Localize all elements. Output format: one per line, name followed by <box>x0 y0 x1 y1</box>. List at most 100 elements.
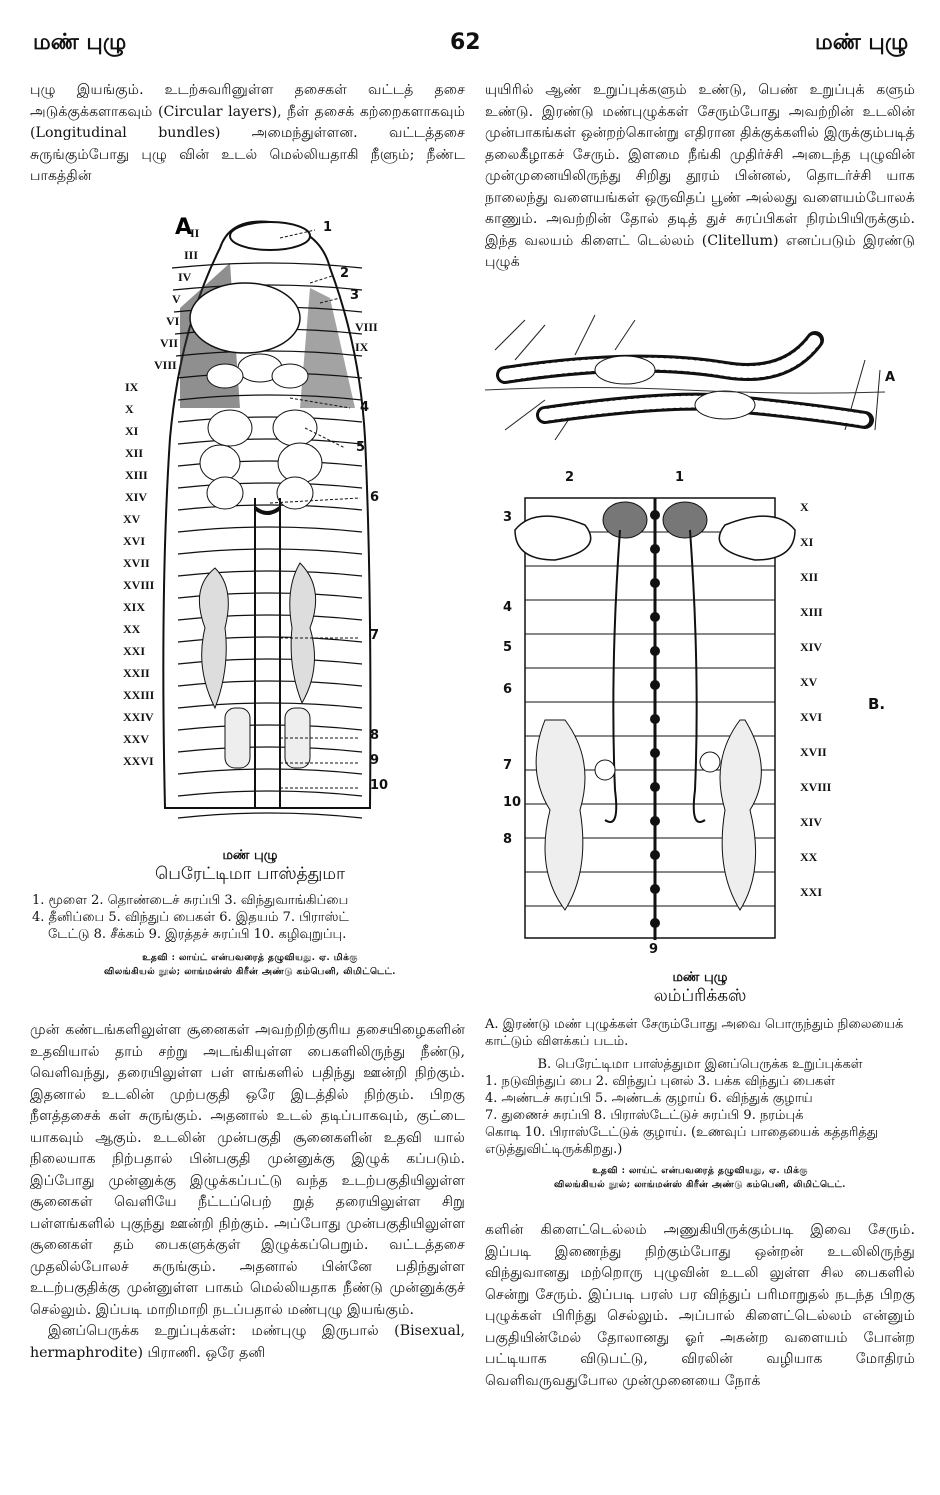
credit-line: விலங்கியல் நூல்; லாங்மன்ஸ் கிரீன் அண்டு … <box>104 967 396 977</box>
segment-line <box>177 658 363 665</box>
part-number: 10 <box>370 778 389 793</box>
part-number: 10 <box>503 795 522 810</box>
segment-line <box>171 262 363 269</box>
right-column-top: யுயிரில் ஆண் உறுப்புக்களும் உண்டு, பெண் … <box>485 80 915 274</box>
segment-label: XXI <box>123 644 146 658</box>
figure-legend: A. இரண்டு மண் புழுக்கள் சேரும்போது அவை ப… <box>485 1016 915 1158</box>
segment-line <box>177 790 363 797</box>
segment-label: III <box>184 248 199 262</box>
segment-label: XII <box>800 570 819 584</box>
part-number: 3 <box>350 288 360 303</box>
part-number: 9 <box>370 753 380 768</box>
part-number: 1 <box>323 220 333 235</box>
body-paragraph: புழு இயங்கும். உடற்சுவரினுள்ள தசைகள் வட்… <box>30 82 465 184</box>
segment-label: XIII <box>800 605 823 619</box>
segment-label: XI <box>125 424 139 438</box>
ganglion <box>650 782 660 792</box>
credit-line: உதவி : லாய்ட் என்பவரைத் தழுவியது. ஏ. மிக… <box>142 953 358 963</box>
left-column-bottom: முன் கண்டங்களிலுள்ள சூனைகள் அவற்றிற்குரி… <box>30 1020 465 1364</box>
body-paragraph: முன் கண்டங்களிலுள்ள சூனைகள் அவற்றிற்குரி… <box>30 1022 465 1318</box>
segment-line <box>175 350 363 357</box>
body-paragraph: இனப்பெருக்க உறுப்புக்கள்: மண்புழு இருபால… <box>30 1323 465 1361</box>
part-number: 8 <box>503 832 513 847</box>
ganglion <box>650 714 660 724</box>
reproductive-organs-drawing <box>514 497 796 940</box>
credit-line: உதவி : லாய்ட் என்பவரைத் தழுவியது, ஏ. மிக… <box>592 1166 808 1176</box>
segment-line <box>177 768 363 775</box>
ganglion <box>650 544 660 554</box>
segment-label: XX <box>800 850 818 864</box>
segment-label: VI <box>166 314 180 328</box>
segment-label: VIII <box>355 320 378 334</box>
part-number: 7 <box>370 628 380 643</box>
ganglion <box>650 510 660 520</box>
segment-label: IX <box>125 380 139 394</box>
part-number: 5 <box>503 640 513 655</box>
segment-label: XXI <box>800 885 823 899</box>
left-column-top: புழு இயங்கும். உடற்சுவரினுள்ள தசைகள் வட்… <box>30 80 465 188</box>
figure-letter-b: B. <box>868 695 886 713</box>
segment-line <box>177 614 363 621</box>
caption-subtitle: லம்ப்ரிக்கஸ் <box>653 986 747 1006</box>
ganglion <box>650 646 660 656</box>
caption-title: மண் புழு <box>222 848 278 863</box>
segment-label: XX <box>123 622 141 636</box>
ganglion <box>650 748 660 758</box>
segment-label: II <box>190 226 200 240</box>
segment-label: XXIV <box>123 710 154 724</box>
segment-label: XXII <box>123 666 150 680</box>
segment-label: VII <box>160 336 179 350</box>
segment-label: X <box>125 402 134 416</box>
segment-label: XXVI <box>123 754 154 768</box>
legend-line: 1. நடுவிந்துப் பை 2. விந்துப் புனல் 3. ப… <box>485 1074 835 1089</box>
segment-label: VIII <box>154 358 177 372</box>
ganglion <box>650 918 660 928</box>
legend-line: B. பெரேட்டிமா பாஸ்த்துமா இனப்பெருக்க உறு… <box>537 1057 863 1072</box>
segment-line <box>177 702 363 709</box>
segment-label: XXIII <box>123 688 155 702</box>
part-number: 4 <box>503 600 513 615</box>
segment-label: XVII <box>800 745 827 759</box>
caption-title: மண் புழு <box>672 970 728 985</box>
segment-label: XV <box>123 512 141 526</box>
segment-line <box>177 504 363 511</box>
figure-credit: உதவி : லாய்ட் என்பவரைத் தழுவியது, ஏ. மிக… <box>485 1164 915 1192</box>
figure-legend: 1. மூளை 2. தொண்டைச் சுரப்பி 3. விந்துவாங… <box>30 892 470 943</box>
legend-line: 1. மூளை 2. தொண்டைச் சுரப்பி 3. விந்துவாங… <box>32 893 349 908</box>
segment-label: XIX <box>123 600 146 614</box>
segment-line <box>177 812 363 819</box>
segment-label: XVI <box>800 710 823 724</box>
part-number: 7 <box>503 758 513 773</box>
running-head-left: மண் புழு <box>33 30 127 55</box>
ganglion <box>650 850 660 860</box>
page-number: 62 <box>450 30 481 55</box>
ganglion <box>650 884 660 894</box>
ganglion <box>650 816 660 826</box>
part-number: 9 <box>649 942 659 957</box>
segment-label: XV <box>800 675 818 689</box>
part-number: 3 <box>503 510 513 525</box>
segment-label: XVIII <box>123 578 155 592</box>
ganglion <box>650 578 660 588</box>
figure-letter: A <box>885 370 896 385</box>
credit-line: விலங்கியல் நூல்; லாங்மன்ஸ் கிரீன் அண்டு … <box>554 1180 846 1190</box>
part-number: 1 <box>675 470 685 485</box>
figure-b-caption: மண் புழு லம்ப்ரிக்கஸ் A. இரண்டு மண் புழு… <box>485 970 915 1192</box>
part-number: 6 <box>503 682 513 697</box>
legend-line: A. இரண்டு மண் புழுக்கள் சேரும்போது அவை ப… <box>485 1017 904 1049</box>
segment-label: XI <box>800 535 814 549</box>
segment-line <box>177 636 363 643</box>
segment-label: XVI <box>123 534 146 548</box>
legend-line: 7. துணைச் சுரப்பி 8. பிராஸ்டேட்டுச் சுரப… <box>485 1108 804 1123</box>
segment-label: XIII <box>125 468 148 482</box>
legend-line: 4. அண்டச் சுரப்பி 5. அண்டக் குழாய் 6. வி… <box>485 1091 813 1106</box>
segment-label: X <box>800 500 809 514</box>
segment-line <box>177 570 363 577</box>
body-paragraph: களின் கிளைட்டெல்லம் அணுகியிருக்கும்படி இ… <box>485 1222 915 1389</box>
figure-a-caption: மண் புழு பெரேட்டிமா பாஸ்த்துமா 1. மூளை 2… <box>30 848 470 979</box>
part-number: 5 <box>356 440 366 455</box>
segment-label: IV <box>178 270 192 284</box>
segment-line <box>177 394 363 401</box>
